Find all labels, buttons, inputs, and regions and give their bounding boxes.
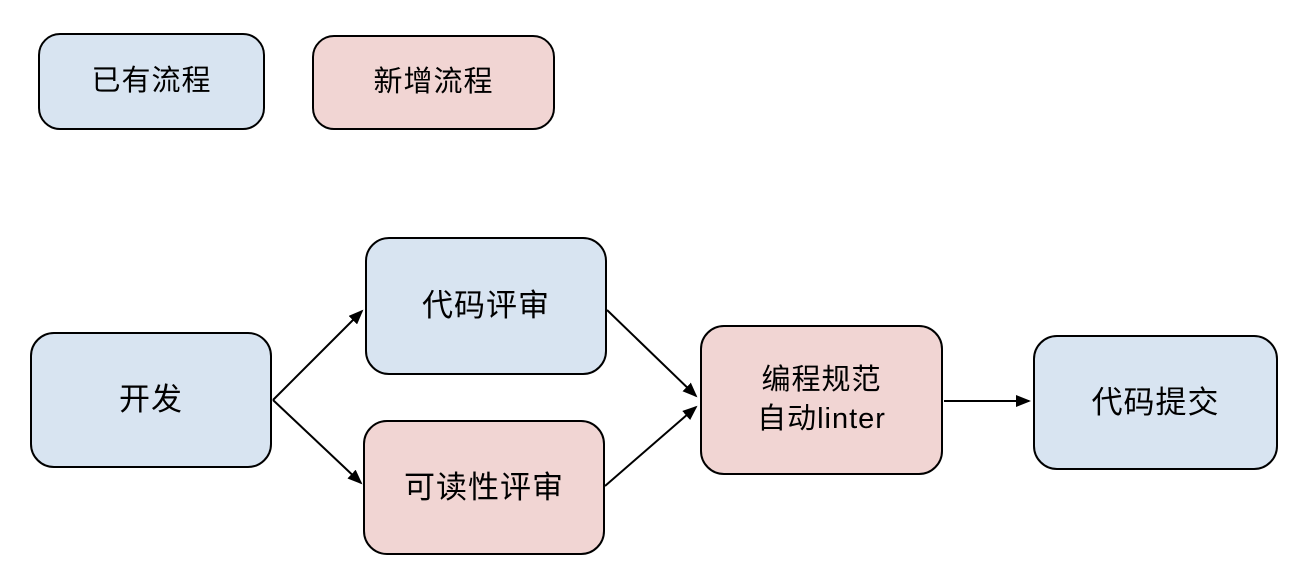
node-readability-review-label: 可读性评审 <box>404 469 564 505</box>
legend-new-label: 新增流程 <box>373 65 494 98</box>
node-lint-standard-label-line1: 编程规范 <box>761 363 882 396</box>
legend-existing-process: 已有流程 <box>38 33 265 130</box>
node-lint-standard: 编程规范 自动linter <box>700 325 943 475</box>
node-development-label: 开发 <box>119 382 183 418</box>
edge-code-review-to-linter <box>606 309 698 398</box>
node-code-commit: 代码提交 <box>1033 335 1278 470</box>
legend-existing-label: 已有流程 <box>91 64 212 97</box>
node-development: 开发 <box>30 332 272 468</box>
node-readability-review: 可读性评审 <box>363 420 605 555</box>
node-lint-standard-label-line2: 自动linter <box>757 403 886 435</box>
edge-dev-to-code-review <box>272 309 364 401</box>
node-code-review-label: 代码评审 <box>422 288 550 324</box>
edge-dev-to-readability-review <box>272 399 363 485</box>
node-code-review: 代码评审 <box>365 237 607 375</box>
node-code-commit-label: 代码提交 <box>1091 384 1220 420</box>
legend-new-process: 新增流程 <box>312 35 555 130</box>
edge-readability-review-to-linter <box>604 405 698 487</box>
